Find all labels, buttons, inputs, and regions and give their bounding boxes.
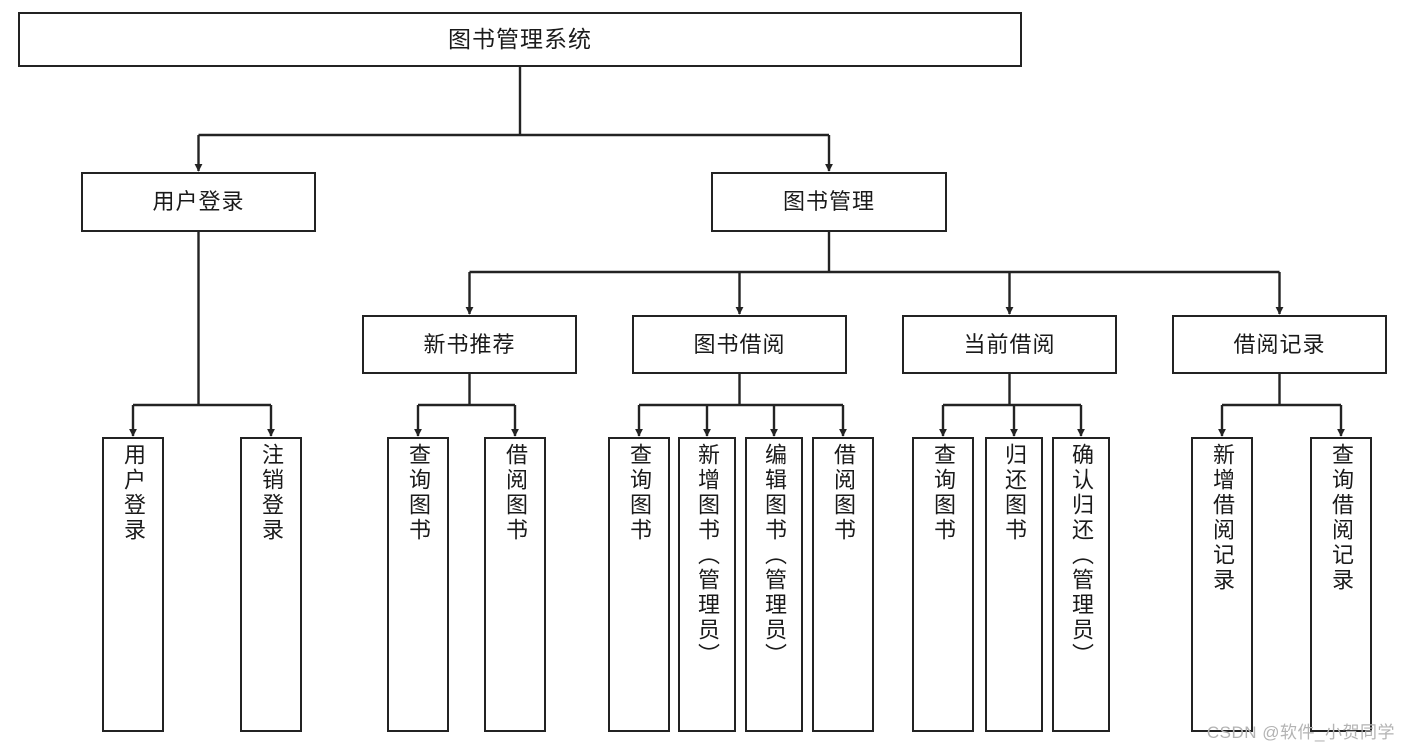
node-label: 查询借阅记录	[1329, 443, 1354, 593]
node-borrow[interactable]: 图书借阅	[632, 315, 847, 374]
node-records[interactable]: 借阅记录	[1172, 315, 1387, 374]
node-leaf-borrow-new[interactable]: 借阅图书	[484, 437, 546, 732]
node-label: 查询图书	[627, 443, 652, 543]
node-label: 查询图书	[406, 443, 431, 543]
node-label: 借阅图书	[503, 443, 528, 543]
watermark-text: CSDN @软件_小贺同学	[1206, 723, 1395, 742]
node-leaf-logout[interactable]: 注销登录	[240, 437, 302, 732]
node-label: 用户登录	[152, 189, 245, 215]
node-leaf-borrow-b[interactable]: 借阅图书	[812, 437, 874, 732]
node-bookmgmt[interactable]: 图书管理	[711, 172, 947, 232]
node-label: 查询图书	[931, 443, 956, 543]
node-current[interactable]: 当前借阅	[902, 315, 1117, 374]
node-leaf-query-new[interactable]: 查询图书	[387, 437, 449, 732]
node-label: 借阅记录	[1233, 331, 1326, 357]
node-leaf-confirm[interactable]: 确认归还（管理员）	[1052, 437, 1110, 732]
node-label: 图书管理	[782, 189, 875, 215]
node-label: 归还图书	[1002, 443, 1027, 543]
node-label: 新增图书（管理员）	[695, 443, 720, 668]
node-label: 借阅图书	[831, 443, 856, 543]
node-leaf-query-c[interactable]: 查询图书	[912, 437, 974, 732]
node-leaf-return[interactable]: 归还图书	[985, 437, 1043, 732]
node-leaf-query-rec[interactable]: 查询借阅记录	[1310, 437, 1372, 732]
node-newbook[interactable]: 新书推荐	[362, 315, 577, 374]
node-leaf-login[interactable]: 用户登录	[102, 437, 164, 732]
node-label: 用户登录	[121, 443, 146, 543]
node-label: 确认归还（管理员）	[1069, 443, 1094, 668]
node-leaf-add-book[interactable]: 新增图书（管理员）	[678, 437, 736, 732]
node-label: 编辑图书（管理员）	[762, 443, 787, 668]
node-label: 注销登录	[259, 443, 284, 543]
node-login[interactable]: 用户登录	[81, 172, 316, 232]
node-label: 图书管理系统	[448, 25, 592, 52]
node-root[interactable]: 图书管理系统	[18, 12, 1022, 67]
node-leaf-edit-book[interactable]: 编辑图书（管理员）	[745, 437, 803, 732]
node-label: 新书推荐	[423, 331, 516, 357]
edge-paths	[129, 67, 1345, 437]
node-leaf-add-rec[interactable]: 新增借阅记录	[1191, 437, 1253, 732]
node-leaf-query-b[interactable]: 查询图书	[608, 437, 670, 732]
node-label: 新增借阅记录	[1210, 443, 1235, 593]
node-label: 当前借阅	[963, 331, 1056, 357]
node-label: 图书借阅	[693, 331, 786, 357]
